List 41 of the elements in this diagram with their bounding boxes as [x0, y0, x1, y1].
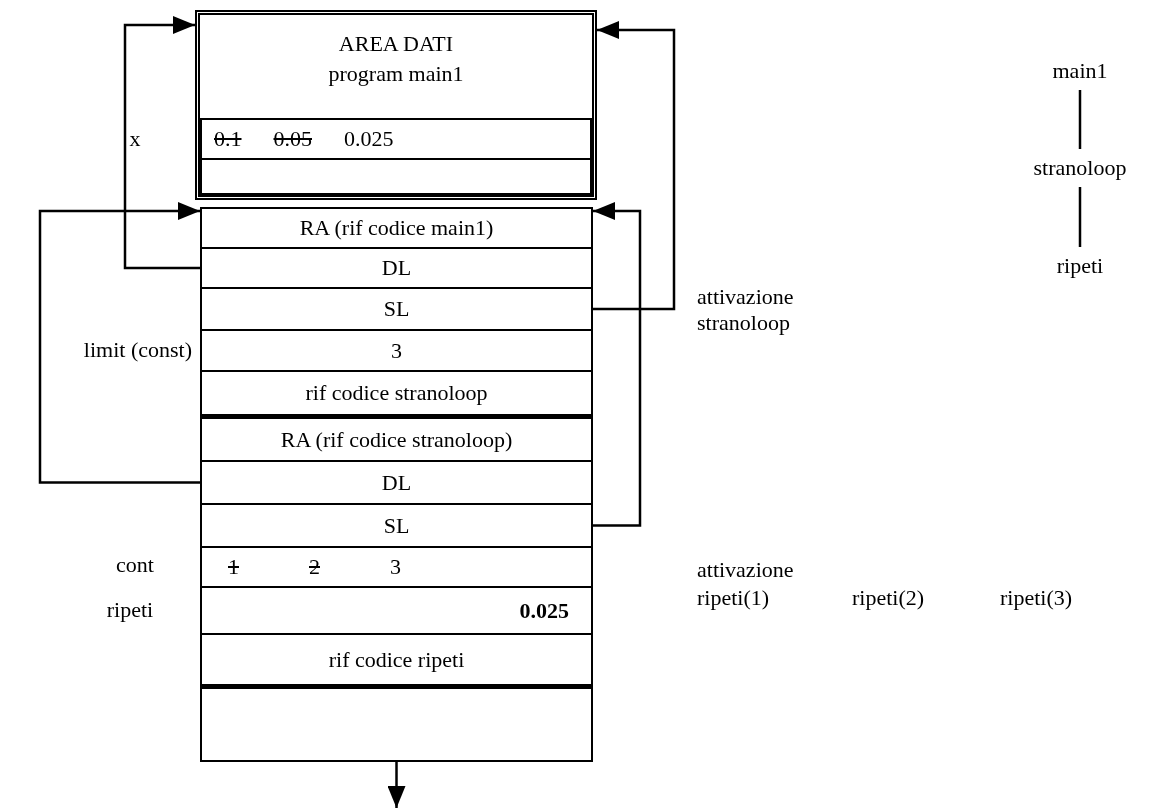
- memory-cell: RA (rif codice main1): [200, 207, 593, 249]
- record-heading: AREA DATI program main1: [327, 30, 465, 88]
- memory-cell: RA (rif codice stranoloop): [200, 414, 593, 462]
- memory-cell: DL: [200, 460, 593, 505]
- memory-cell: [200, 118, 592, 160]
- tree-node-label: main1: [1000, 55, 1160, 87]
- struck-value: 0.1: [214, 126, 242, 152]
- memory-cell: 3: [200, 329, 593, 372]
- struck-value: 1: [228, 554, 239, 580]
- field-name-label: ripeti: [105, 597, 155, 623]
- tree-node-label: ripeti: [1000, 250, 1160, 282]
- cell-value: 0.025: [344, 126, 394, 152]
- link-arrow: [593, 202, 642, 527]
- struck-value: 2: [309, 554, 320, 580]
- record-frame: [195, 10, 597, 200]
- arrow: [387, 762, 406, 808]
- memory-cell: SL: [200, 287, 593, 331]
- field-name-label: x: [128, 126, 142, 152]
- memory-cell: rif codice ripeti: [200, 633, 593, 686]
- link-arrow: [593, 21, 676, 311]
- note-text: ripeti(2): [852, 585, 926, 611]
- tree-line: [1078, 90, 1082, 149]
- struck-value: 0.05: [273, 126, 312, 152]
- memory-cell: DL: [200, 247, 593, 289]
- memory-cell: 0.025: [200, 586, 593, 635]
- memory-cell: [200, 684, 593, 762]
- tree-node-label: stranoloop: [1000, 152, 1160, 184]
- link-arrow: [123, 16, 200, 270]
- note-text: attivazione stranoloop: [697, 284, 795, 336]
- link-arrow: [38, 202, 200, 484]
- memory-cell: [200, 158, 592, 195]
- note-text: ripeti(1): [697, 585, 771, 611]
- field-name-label: limit (const): [82, 337, 192, 363]
- tree-line: [1078, 187, 1082, 247]
- memory-cell: [200, 546, 593, 588]
- cell-value: 3: [390, 554, 401, 580]
- note-text: attivazione: [697, 557, 795, 583]
- memory-cell: SL: [200, 503, 593, 548]
- memory-cell: rif codice stranoloop: [200, 370, 593, 416]
- field-name-label: cont: [115, 552, 155, 578]
- note-text: ripeti(3): [1000, 585, 1074, 611]
